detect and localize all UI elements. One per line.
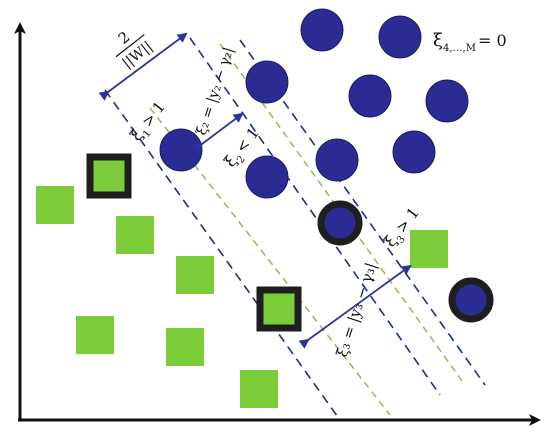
measurement-arrows: [98, 32, 412, 349]
xi3-arrow: [298, 264, 412, 349]
circle-point: [425, 79, 469, 123]
square-point: [76, 316, 114, 354]
margin-width-label: 2 ||W||: [115, 28, 156, 72]
xi2-rhs: < 1: [232, 124, 263, 156]
margin-fraction-bar: [115, 34, 145, 58]
support-circle: [317, 200, 363, 246]
square-point: [176, 256, 214, 294]
support-vector-squares: [86, 153, 302, 332]
circle-point: [245, 155, 289, 199]
circle-point: [348, 74, 392, 118]
circle-point: [159, 128, 203, 172]
circle-point: [315, 138, 359, 182]
xi1-subscript: 1: [141, 128, 154, 140]
square-point: [116, 216, 154, 254]
circle-point: [300, 8, 344, 52]
xi3-subscript: 3: [395, 234, 408, 246]
class-circle-points: [159, 8, 469, 199]
xi1-rhs: > 1: [138, 98, 169, 130]
xi-zero-label: ξ 4,…,M = 0: [433, 30, 507, 54]
support-circle: [448, 277, 494, 323]
circle-point: [245, 60, 289, 104]
support-square: [256, 286, 302, 332]
class-square-points: [36, 186, 448, 408]
far-margin-line: [239, 39, 486, 386]
xi-zero-rhs: = 0: [478, 31, 507, 50]
margin-width-arrow: [98, 32, 188, 101]
support-vector-circles: [317, 200, 494, 323]
xi2-subscript: 2: [235, 154, 248, 166]
xi2-arrow: [192, 112, 244, 153]
outer-margin-line-1: [104, 89, 341, 421]
square-point: [166, 328, 204, 366]
square-point: [36, 186, 74, 224]
xi-zero-symbol: ξ: [433, 30, 443, 51]
circle-point: [392, 130, 436, 174]
square-point: [240, 370, 278, 408]
square-point: [410, 230, 448, 268]
support-square: [86, 153, 132, 199]
circle-point: [378, 15, 422, 59]
xi-zero-subscript: 4,…,M: [443, 43, 476, 54]
